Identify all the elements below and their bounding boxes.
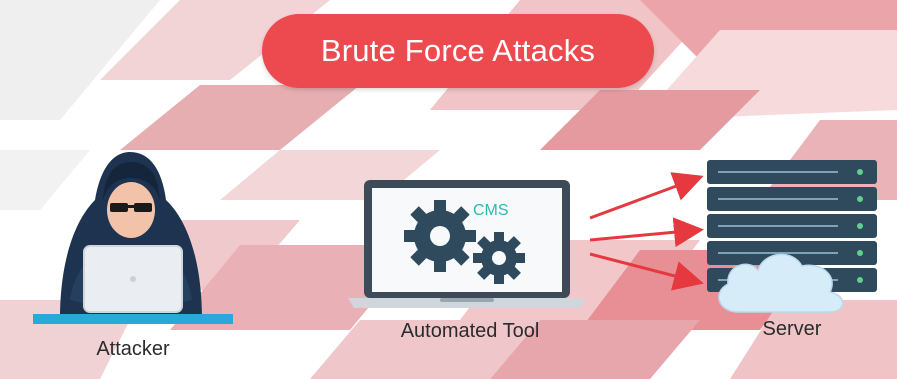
arrow-to-server-middle <box>589 217 704 248</box>
automated-tool-label: Automated Tool <box>400 320 540 342</box>
diagram-title: Brute Force Attacks <box>320 33 596 68</box>
arrow-to-server-bottom <box>589 252 704 291</box>
cms-label: CMS <box>473 202 509 219</box>
attacker-label: Attacker <box>96 338 170 360</box>
title-banner: Brute Force Attacks <box>262 14 654 88</box>
arrow-to-server-top <box>589 172 704 220</box>
server-label: Server <box>762 318 822 340</box>
cloud-icon <box>718 253 844 313</box>
